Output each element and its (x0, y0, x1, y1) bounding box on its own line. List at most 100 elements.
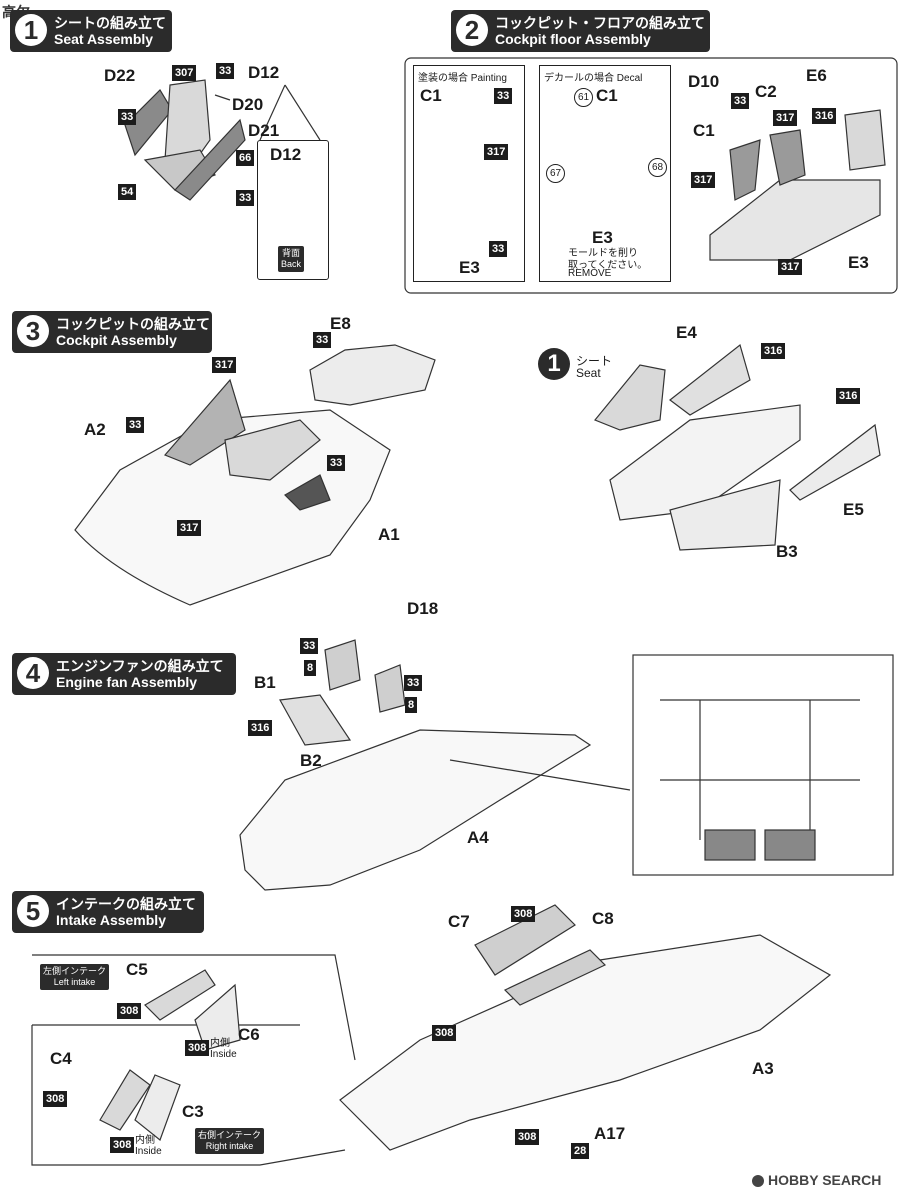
part-label: A4 (467, 828, 489, 847)
left-intake-label: 左側インテーク Left intake (40, 964, 110, 990)
seat-ref-number: 1 (538, 348, 570, 380)
paint-code: 317 (778, 259, 803, 275)
paint-code: 308 (515, 1129, 540, 1145)
paint-code: 66 (236, 150, 255, 166)
paint-code: 307 (172, 65, 197, 81)
paint-code: 8 (405, 697, 418, 713)
paint-code: 8 (304, 660, 317, 676)
part-label: A3 (752, 1059, 774, 1078)
paint-code: 308 (185, 1040, 210, 1056)
remove-note-en: REMOVE (568, 268, 612, 279)
part-label: E4 (676, 323, 697, 342)
right-intake-en: Right intake (205, 1141, 254, 1151)
part-label: C1 (596, 86, 618, 105)
back-label: 背面 Back (278, 246, 305, 272)
step-title-jp: インテークの組み立て (56, 896, 196, 912)
part-label: C6 (238, 1025, 260, 1044)
paint-code: 316 (761, 343, 786, 359)
part-label: C8 (592, 909, 614, 928)
part-label: E3 (459, 258, 480, 277)
hobby-search-icon (752, 1175, 764, 1188)
paint-code: 308 (511, 906, 536, 922)
part-label: D12 (248, 63, 280, 82)
step-number: 4 (17, 657, 49, 689)
part-label: A2 (84, 420, 106, 439)
paint-code: 316 (836, 388, 861, 404)
paint-code: 317 (484, 144, 509, 160)
step-4-header: 4 エンジンファンの組み立て Engine fan Assembly (12, 653, 236, 695)
step-title-en: Cockpit Assembly (56, 332, 177, 348)
paint-code: 317 (177, 520, 202, 536)
part-label: D10 (688, 72, 720, 91)
step-title-en: Engine fan Assembly (56, 674, 198, 690)
paint-code: 33 (731, 93, 750, 109)
part-label: C1 (420, 86, 442, 105)
left-intake-en: Left intake (53, 977, 96, 987)
decal-number: 67 (546, 164, 565, 183)
step-title-en: Cockpit floor Assembly (495, 31, 651, 47)
decal-caption: デカールの場合 Decal (544, 73, 643, 84)
part-label: E6 (806, 66, 827, 85)
step-title-en: Seat Assembly (54, 31, 154, 47)
paint-code: 33 (404, 675, 423, 691)
paint-code: 33 (327, 455, 346, 471)
part-label: B2 (300, 751, 322, 770)
step-title-en: Intake Assembly (56, 912, 166, 928)
paint-code: 33 (126, 417, 145, 433)
part-label: D20 (232, 95, 264, 114)
part-label: C1 (693, 121, 715, 140)
step-number: 2 (456, 14, 488, 46)
paint-code: 308 (432, 1025, 457, 1041)
paint-code: 308 (43, 1091, 68, 1107)
part-label: C5 (126, 960, 148, 979)
paint-code: 54 (118, 184, 137, 200)
footer-watermark: HOBBY SEARCH (752, 1172, 881, 1188)
part-label: D21 (248, 121, 280, 140)
step-title-jp: エンジンファンの組み立て (56, 658, 224, 674)
paint-code: 308 (117, 1003, 142, 1019)
right-intake-label: 右側インテーク Right intake (195, 1128, 265, 1154)
part-label: C4 (50, 1049, 72, 1068)
step-title-jp: コックピットの組み立て (56, 316, 210, 332)
part-label: D12 (270, 145, 302, 164)
part-label: A17 (594, 1124, 626, 1143)
part-label: B3 (776, 542, 798, 561)
left-intake-jp: 左側インテーク (43, 966, 107, 976)
right-intake-jp: 右側インテーク (198, 1130, 262, 1140)
remove-note-jp1: モールドを削り (568, 248, 638, 259)
step-2-header: 2 コックピット・フロアの組み立て Cockpit floor Assembly (451, 10, 710, 52)
part-label: C3 (182, 1102, 204, 1121)
back-en: Back (281, 259, 302, 269)
paint-code: 33 (313, 332, 332, 348)
paint-code: 316 (812, 108, 837, 124)
part-label: A1 (378, 525, 400, 544)
painting-caption: 塗装の場合 Painting (418, 73, 507, 84)
step-title-jp: コックピット・フロアの組み立て (495, 15, 705, 31)
part-label: E5 (843, 500, 864, 519)
paint-code: 33 (300, 638, 319, 654)
step-3-header: 3 コックピットの組み立て Cockpit Assembly (12, 311, 212, 353)
paint-code: 317 (212, 357, 237, 373)
decal-panel: デカールの場合 Decal C1 E3 61 67 68 モールドを削り 取って… (539, 65, 671, 282)
step-number: 5 (17, 895, 49, 927)
part-label: E3 (592, 228, 613, 247)
part-label: E8 (330, 314, 351, 333)
decal-number: 68 (648, 158, 667, 177)
paint-code: 33 (494, 88, 513, 104)
step-title-jp: シートの組み立て (54, 15, 166, 31)
paint-code: 308 (110, 1137, 135, 1153)
paint-code: 33 (118, 109, 137, 125)
step-1-header: 1 シートの組み立て Seat Assembly (10, 10, 172, 52)
part-label: B1 (254, 673, 276, 692)
step-number: 3 (17, 315, 49, 347)
back-jp: 背面 (282, 248, 301, 258)
part-label: D18 (407, 599, 439, 618)
paint-code: 33 (236, 190, 255, 206)
step-number: 1 (15, 14, 47, 46)
part-label: E3 (848, 253, 869, 272)
paint-code: 33 (489, 241, 508, 257)
remove-note-jp2: 取ってください。 (568, 260, 648, 271)
seat-ref-jp: シート (576, 354, 613, 368)
